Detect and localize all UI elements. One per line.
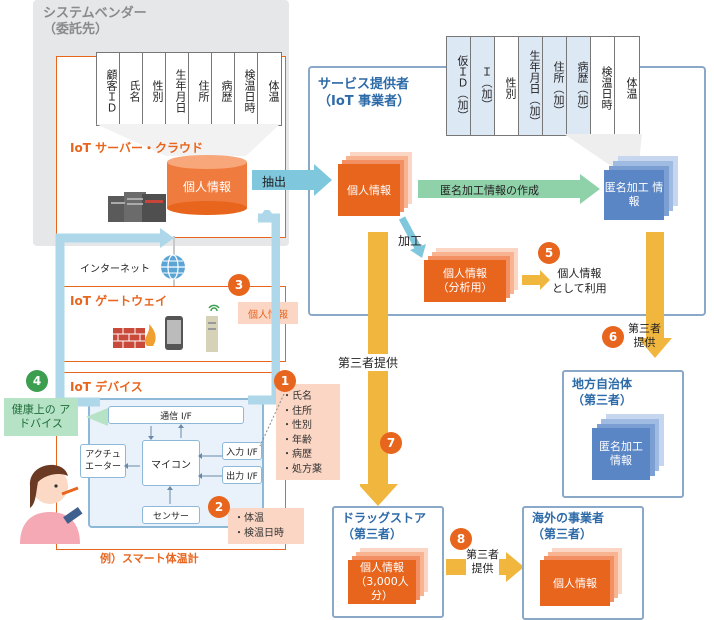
- local-gov-anon-label: 匿名加工 情報: [592, 428, 650, 480]
- badge-7: 7: [380, 432, 402, 454]
- vendor-col: 性別: [143, 53, 166, 125]
- local-gov-anon-stack: 匿名加工 情報: [592, 414, 670, 484]
- health-advice-arrow: [86, 408, 108, 426]
- use-label: 個人情報 として利用: [552, 267, 607, 295]
- overseas-info-label: 個人情報: [540, 560, 610, 606]
- overseas-info-stack: 個人情報: [540, 548, 626, 608]
- third-party-6-label: 第三者 提供: [628, 322, 661, 349]
- data-loop-arrow: [55, 210, 280, 407]
- micom-box: マイコン: [142, 440, 200, 486]
- input-item: ・住所: [282, 405, 312, 417]
- kakou-arrow: [398, 216, 426, 258]
- person-icon: [20, 464, 83, 544]
- anon-info-label: 匿名加工 情報: [604, 170, 664, 220]
- provider-col: 病歴（加）: [567, 37, 591, 135]
- input-item: ・年齢: [282, 434, 312, 446]
- anon-create-arrow: [418, 174, 600, 204]
- anon-info-stack: 匿名加工 情報: [604, 156, 684, 224]
- server-icon: [108, 192, 166, 222]
- vendor-col: 病歴: [212, 53, 235, 125]
- analysis-info-stack: 個人情報 （分析用）: [424, 248, 524, 302]
- input-item: ・氏名: [282, 391, 312, 402]
- analysis-info-label: 個人情報 （分析用）: [424, 260, 506, 302]
- provider-col: 住所（加）: [543, 37, 567, 135]
- provider-data-table: 仮ＩＤ（加） Ｉ（加） 性別 生年月日（加） 住所（加） 病歴（加） 検温日時 …: [446, 36, 640, 136]
- personal-info-stack: 個人情報: [338, 152, 414, 222]
- comm-if-box: 通信 I/F: [108, 406, 244, 424]
- badge-2: 2: [208, 496, 230, 518]
- third-party-8-label: 第三者 提供: [466, 548, 499, 576]
- input-dashed-line: [259, 393, 285, 447]
- input-item: ・病歴: [282, 449, 312, 460]
- badge-3: 3: [228, 274, 250, 296]
- vendor-col: 顧客ＩＤ: [97, 53, 120, 125]
- sensor-item: ・検温日時: [234, 527, 284, 539]
- vendor-title: システムベンダー （委託先）: [43, 6, 147, 37]
- router-icon: [206, 304, 220, 352]
- cloud-label: IoT サーバー・クラウド: [70, 141, 203, 155]
- output-if-box: 出力 I/F: [222, 466, 262, 484]
- vendor-funnel: [96, 124, 280, 156]
- drugstore-info-stack: 個人情報 （3,000人分）: [348, 548, 432, 606]
- input-if-box: 入力 I/F: [222, 442, 262, 460]
- device-label: IoT デバイス: [70, 380, 143, 394]
- gateway-personal-info-note: 個人情報: [238, 302, 298, 324]
- provider-title: サービス提供者 （IoT 事業者）: [318, 77, 411, 109]
- vendor-col: 検温日時: [235, 53, 258, 125]
- health-advice-box: 健康上の アドバイス: [4, 398, 78, 436]
- vendor-col: 体温: [267, 80, 280, 102]
- vendor-col: 氏名: [120, 53, 143, 125]
- drugstore-title: ドラッグストア （第三者）: [342, 511, 427, 541]
- device-internal-arrows: [124, 424, 222, 504]
- vendor-data-table: 顧客ＩＤ 氏名 性別 生年月日 住所 病歴 検温日時 体温: [96, 52, 282, 126]
- database-icon: [167, 155, 247, 215]
- db-label: 個人情報: [182, 180, 231, 194]
- health-advice-text: 健康上の アドバイス: [11, 403, 71, 430]
- example-caption: 例）スマート体温計: [100, 552, 199, 565]
- sensor-box: センサー: [142, 506, 200, 524]
- firewall-icon: [113, 324, 156, 348]
- badge-8: 8: [450, 528, 472, 550]
- extract-label: 抽出: [262, 175, 287, 189]
- provider-col: 生年月日（加）: [519, 37, 543, 135]
- actuator-box: アクチュエーター: [80, 444, 126, 478]
- kakou-label: 加工: [398, 234, 423, 248]
- provider-col: 体温: [615, 37, 639, 135]
- provider-col: 仮ＩＤ（加）: [447, 37, 471, 135]
- input-item: ・性別: [282, 420, 312, 431]
- third-party-provision-label: 第三者提供: [336, 354, 401, 371]
- provider-col: 性別: [495, 37, 519, 135]
- badge-4: 4: [26, 370, 48, 392]
- personal-info-label: 個人情報: [338, 164, 400, 216]
- vendor-col: 生年月日: [166, 53, 189, 125]
- input-item: ・処方薬: [282, 463, 322, 475]
- extract-arrow: [252, 164, 332, 196]
- local-gov-title: 地方自治体 （第三者）: [572, 377, 633, 407]
- smartphone-icon: [165, 316, 183, 350]
- badge-5: 5: [538, 242, 560, 264]
- badge-1: 1: [274, 370, 296, 392]
- overseas-title: 海外の事業者 （第三者）: [532, 511, 605, 541]
- badge-6: 6: [602, 326, 624, 348]
- third-party-arrow-6: [638, 232, 672, 358]
- drugstore-info-label: 個人情報 （3,000人分）: [348, 560, 416, 604]
- use-arrow: [522, 270, 550, 290]
- provider-col: Ｉ（加）: [471, 37, 495, 135]
- provider-col: 検温日時: [591, 37, 615, 135]
- gateway-label: IoT ゲートウェイ: [70, 294, 168, 308]
- internet-label: インターネット: [80, 264, 150, 275]
- globe-icon: [161, 254, 185, 280]
- vendor-col: 住所: [189, 53, 212, 125]
- sensor-item: ・体温: [234, 513, 264, 524]
- anon-create-label: 匿名加工情報の作成: [440, 184, 539, 197]
- sensor-items-box: ・体温 ・検温日時: [228, 508, 304, 544]
- input-items-box: ・氏名 ・住所 ・性別 ・年齢 ・病歴 ・処方薬: [276, 384, 340, 480]
